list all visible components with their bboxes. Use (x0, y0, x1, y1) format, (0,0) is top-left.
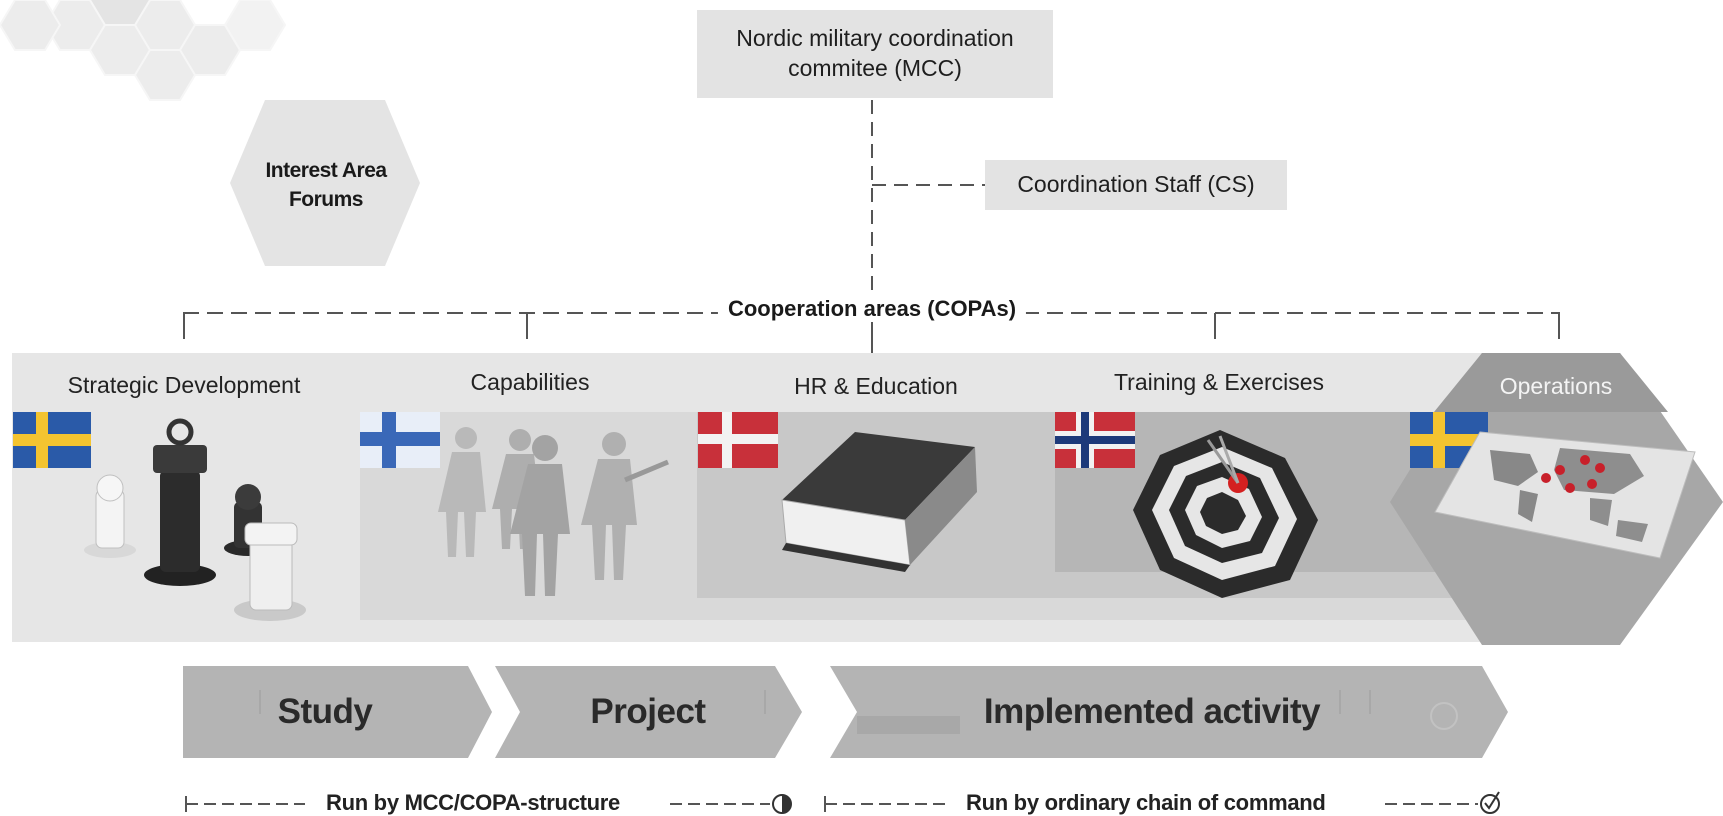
half-circle-icon (772, 794, 792, 814)
norway-flag-icon (1055, 412, 1135, 468)
area-label-operations: Operations (1499, 373, 1613, 399)
denmark-flag-icon (698, 412, 778, 468)
mcc-label: Nordic military coordination commitee (M… (736, 25, 1014, 81)
phase-project-label: Project (590, 692, 706, 731)
finland-flag-icon (360, 412, 440, 468)
area-label-hr-education: HR & Education (794, 373, 958, 399)
area-label-capabilities: Capabilities (470, 369, 590, 395)
study-phase-arrow (183, 666, 492, 758)
chess-pieces-icon (84, 418, 306, 621)
run-command-label: Run by ordinary chain of command (966, 790, 1326, 815)
coordination-staff-box: Coordination Staff (CS) (985, 160, 1287, 210)
implemented-phase-arrow (830, 666, 1508, 758)
forum-hexagon (230, 100, 420, 266)
checkmark-icon (1480, 791, 1500, 814)
run-mcc-line (185, 796, 770, 812)
target-icon (1133, 430, 1318, 598)
soldiers-icon (438, 427, 669, 596)
phase-implemented-label: Implemented activity (983, 692, 1321, 731)
area-label-strategic-development: Strategic Development (67, 372, 301, 398)
mcc-box: Nordic military coordination commitee (M… (697, 10, 1053, 98)
world-map-icon (1434, 431, 1696, 559)
book-icon (781, 432, 977, 572)
interest-area-forums-label: Interest Area Forums (265, 159, 387, 212)
sweden-flag-icon (13, 412, 91, 468)
cs-label: Coordination Staff (CS) (1017, 171, 1255, 198)
hex-pattern-decoration (0, 0, 287, 101)
check-watermark-icon (1430, 702, 1458, 730)
project-phase-arrow (495, 666, 802, 758)
copa-title: Cooperation areas (COPAs) (717, 296, 1027, 322)
run-command-line (824, 796, 1478, 812)
phase-study-label: Study (277, 692, 373, 731)
area-label-training-exercises: Training & Exercises (1113, 369, 1325, 395)
run-mcc-label: Run by MCC/COPA-structure (326, 790, 620, 815)
